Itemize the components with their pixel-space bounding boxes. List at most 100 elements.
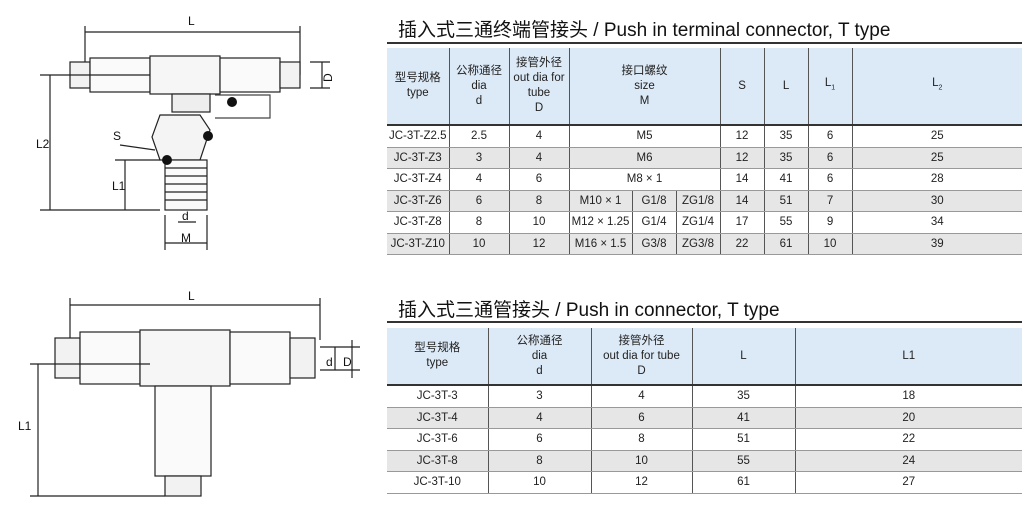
cell-S: 22 (719, 233, 765, 255)
t-connector-drawing: L d D L1 (18, 289, 360, 497)
cell-d: 3 (487, 385, 591, 408)
cell-ZG: ZG1/8 (675, 190, 721, 212)
dim-M: M (181, 231, 191, 245)
dim-L: L (188, 14, 195, 28)
cell-L: 51 (691, 428, 795, 451)
dim-d: d (182, 209, 189, 223)
dim-L1: L1 (18, 419, 32, 433)
cell-L2: 25 (851, 125, 1023, 148)
cell-L: 61 (691, 471, 795, 494)
table2-rule (387, 321, 1022, 323)
cell-M: M8 × 1 (568, 168, 721, 191)
cell-L1: 24 (794, 450, 1022, 472)
cell-D: 12 (508, 233, 569, 255)
cell-L: 55 (763, 211, 809, 234)
cell-S: 12 (719, 125, 765, 148)
table1-title: 插入式三通终端管接头 / Push in terminal connector,… (398, 20, 891, 41)
cell-L: 35 (763, 125, 809, 148)
cell-D: 8 (590, 428, 692, 451)
terminal-t-connector-drawing: L D L2 S L1 d M (36, 14, 335, 250)
cell-type: JC-3T-Z3 (387, 147, 449, 169)
cell-d: 10 (487, 471, 591, 494)
dim-D: D (321, 73, 335, 82)
cell-ZG: ZG3/8 (675, 233, 721, 255)
cell-type: JC-3T-10 (387, 471, 488, 494)
cell-L1: 6 (807, 147, 853, 169)
cell-type: JC-3T-4 (387, 407, 488, 429)
cell-type: JC-3T-Z10 (387, 233, 449, 255)
cell-S: 14 (719, 190, 765, 212)
cell-M: M16 × 1.5 (568, 233, 632, 255)
cell-M: M12 × 1.25 (568, 211, 632, 234)
cell-L1: 10 (807, 233, 853, 255)
col-L2: L2 (851, 48, 1023, 126)
cell-L: 51 (763, 190, 809, 212)
cell-ZG: ZG1/4 (675, 211, 721, 234)
cell-S: 17 (719, 211, 765, 234)
cell-d: 3 (448, 147, 509, 169)
cell-type: JC-3T-Z6 (387, 190, 449, 212)
cell-d: 2.5 (448, 125, 509, 148)
cell-D: 4 (508, 147, 569, 169)
cell-type: JC-3T-Z8 (387, 211, 449, 234)
col-L: L (763, 48, 809, 126)
cell-G: G1/8 (631, 190, 676, 212)
cell-M: M5 (568, 125, 721, 148)
cell-M: M6 (568, 147, 721, 169)
cell-L2: 39 (851, 233, 1023, 255)
cell-type: JC-3T-Z4 (387, 168, 449, 191)
cell-G: G3/8 (631, 233, 676, 255)
cell-D: 6 (590, 407, 692, 429)
cell-D: 12 (590, 471, 692, 494)
cell-S: 12 (719, 147, 765, 169)
cell-type: JC-3T-Z2.5 (387, 125, 449, 148)
cell-L1: 20 (794, 407, 1022, 429)
cell-d: 4 (487, 407, 591, 429)
cell-D: 8 (508, 190, 569, 212)
cell-D: 10 (590, 450, 692, 472)
cell-L1: 27 (794, 471, 1022, 494)
cell-L2: 34 (851, 211, 1023, 234)
cell-G: G1/4 (631, 211, 676, 234)
cell-type: JC-3T-6 (387, 428, 488, 451)
cell-L1: 22 (794, 428, 1022, 451)
cell-D: 4 (508, 125, 569, 148)
col-L1: L1 (794, 328, 1022, 386)
cell-L2: 30 (851, 190, 1023, 212)
dim-L1: L1 (112, 179, 126, 193)
cell-L1: 7 (807, 190, 853, 212)
cell-D: 4 (590, 385, 692, 408)
cell-d: 10 (448, 233, 509, 255)
cell-type: JC-3T-3 (387, 385, 488, 408)
table2-title: 插入式三通管接头 / Push in connector, T type (398, 300, 780, 321)
col-L1: L1 (807, 48, 853, 126)
dim-S: S (113, 129, 121, 143)
cell-L2: 28 (851, 168, 1023, 191)
cell-S: 14 (719, 168, 765, 191)
col-S: S (719, 48, 765, 126)
cell-D: 6 (508, 168, 569, 191)
cell-L: 41 (763, 168, 809, 191)
cell-L1: 6 (807, 168, 853, 191)
cell-L: 35 (691, 385, 795, 408)
cell-L: 61 (763, 233, 809, 255)
